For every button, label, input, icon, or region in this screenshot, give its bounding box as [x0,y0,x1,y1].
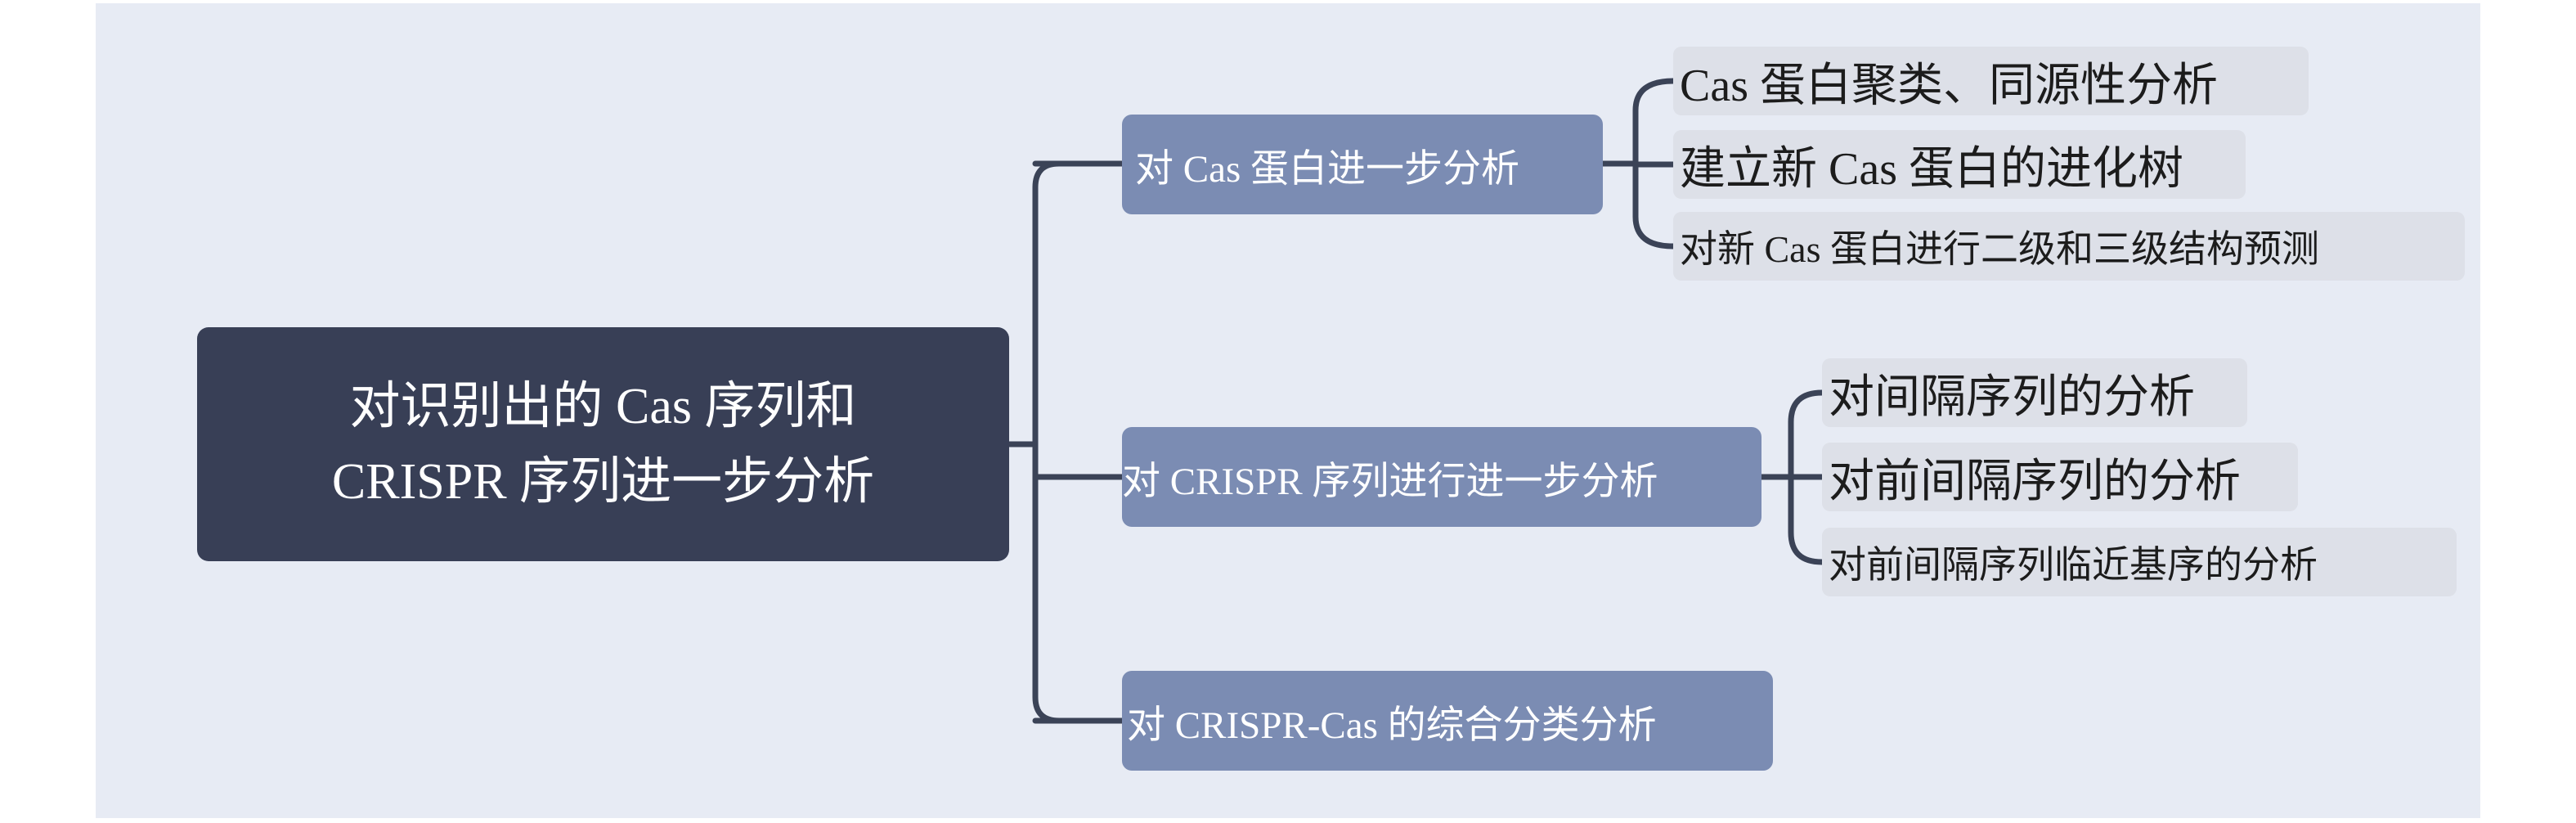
leaf-protospacer-analysis[interactable]: 对前间隔序列的分析 [1822,443,2298,511]
root-topic[interactable]: 对识别出的 Cas 序列和 CRISPR 序列进一步分析 [197,327,1009,561]
branch-cas-protein[interactable]: 对 Cas 蛋白进一步分析 [1122,115,1603,214]
leaf-cas-clustering-homology[interactable]: Cas 蛋白聚类、同源性分析 [1673,47,2309,115]
root-topic-line-2: CRISPR 序列进一步分析 [331,454,875,510]
leaf-spacer-analysis[interactable]: 对间隔序列的分析 [1822,358,2247,427]
branch-crispr-sequence[interactable]: 对 CRISPR 序列进行进一步分析 [1122,427,1761,527]
connector-trunk [1032,160,1062,724]
leaf-cas-structure-prediction[interactable]: 对新 Cas 蛋白进行二级和三级结构预测 [1673,212,2465,281]
root-topic-line-1: 对识别出的 Cas 序列和 [349,379,857,434]
leaf-pam-analysis[interactable]: 对前间隔序列临近基序的分析 [1822,528,2457,596]
branch-crispr-cas-classification[interactable]: 对 CRISPR-Cas 的综合分类分析 [1122,671,1773,771]
leaf-cas-phylogenetic-tree[interactable]: 建立新 Cas 蛋白的进化树 [1673,130,2246,199]
